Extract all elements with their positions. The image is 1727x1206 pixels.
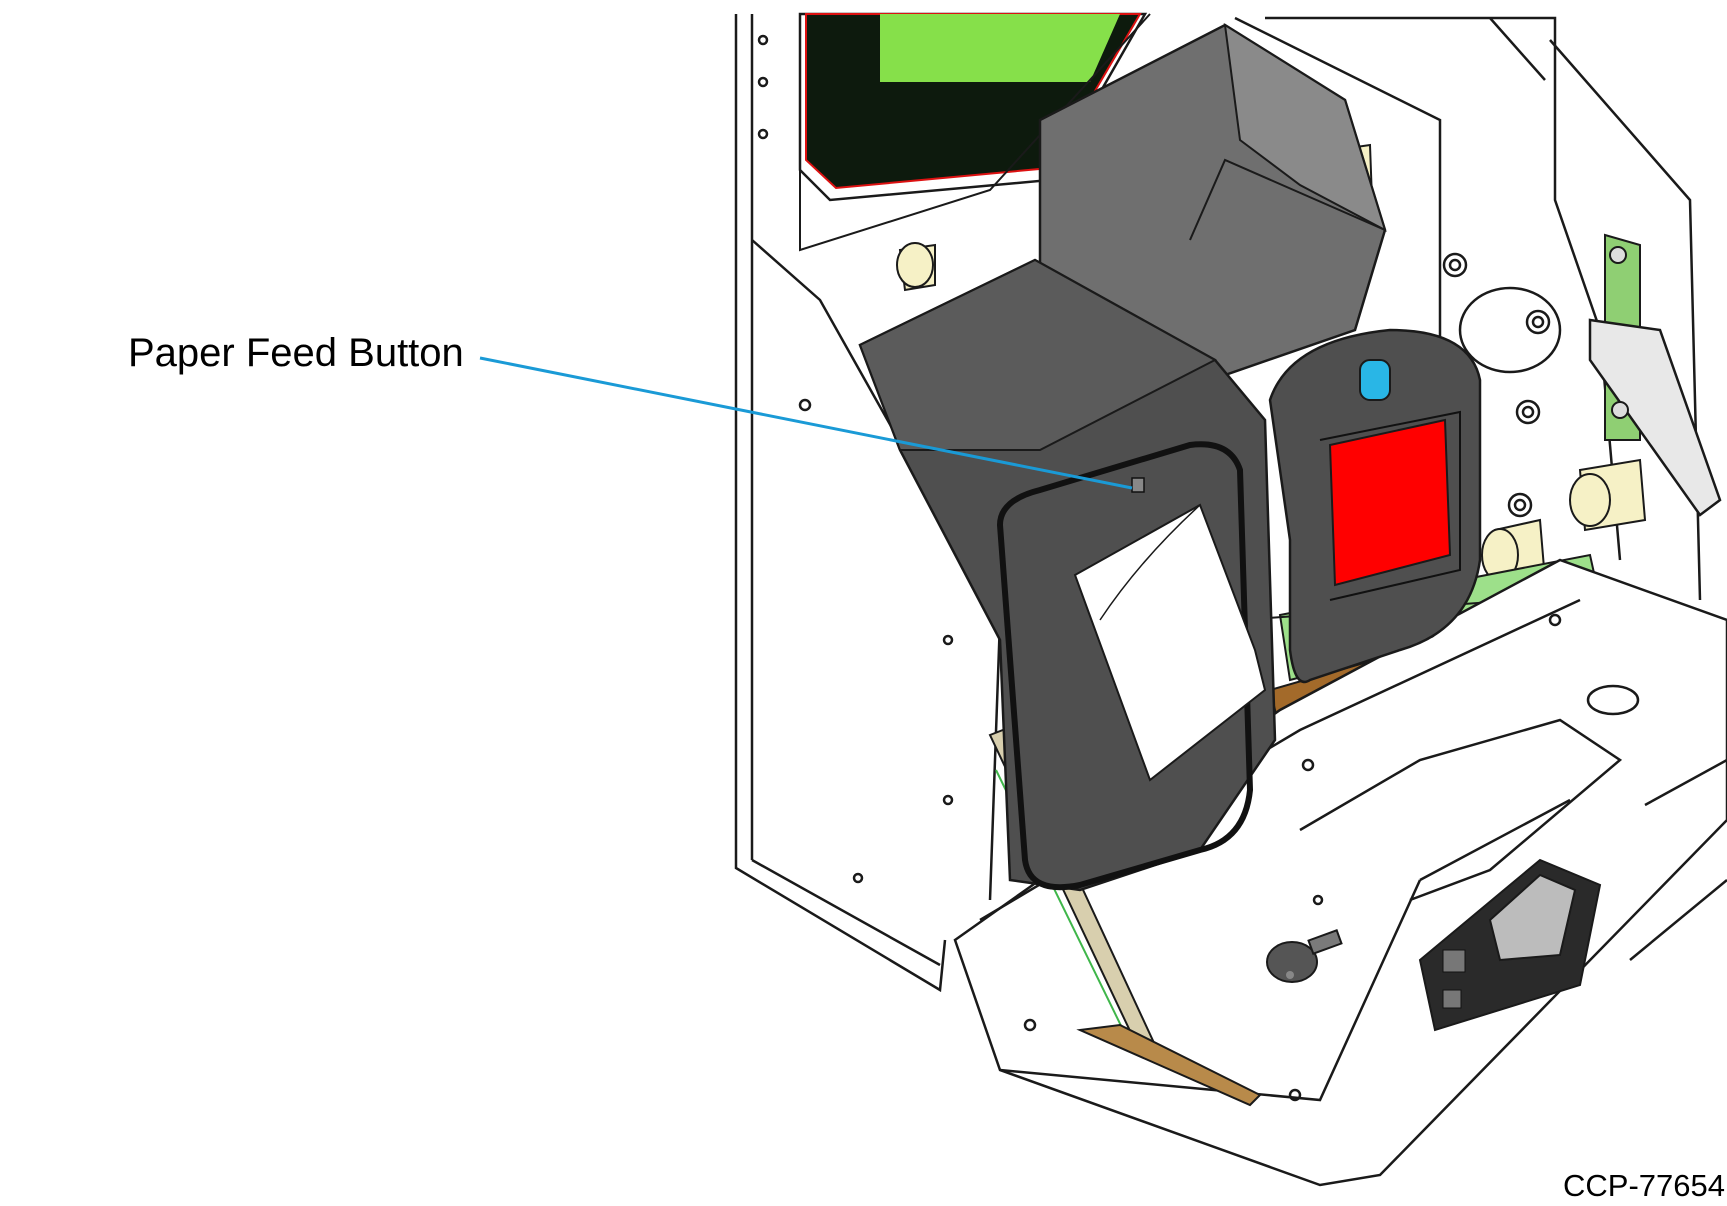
key [1266, 929, 1343, 983]
receipt-printer [858, 258, 1277, 892]
callout-leader-line [479, 356, 1133, 490]
barcode-scanner [1268, 328, 1482, 684]
scanner-button [1359, 359, 1391, 401]
paper-hopper [1038, 23, 1387, 377]
figure-id: CCP-77654 [1563, 1168, 1725, 1203]
scanner-window [1328, 418, 1452, 587]
side-bracket [1588, 233, 1722, 517]
receipt-paper [1073, 503, 1267, 782]
paper-feed-button [1131, 477, 1145, 493]
card-reader-plate [1418, 858, 1602, 1032]
callout-label: Paper Feed Button [128, 331, 464, 375]
